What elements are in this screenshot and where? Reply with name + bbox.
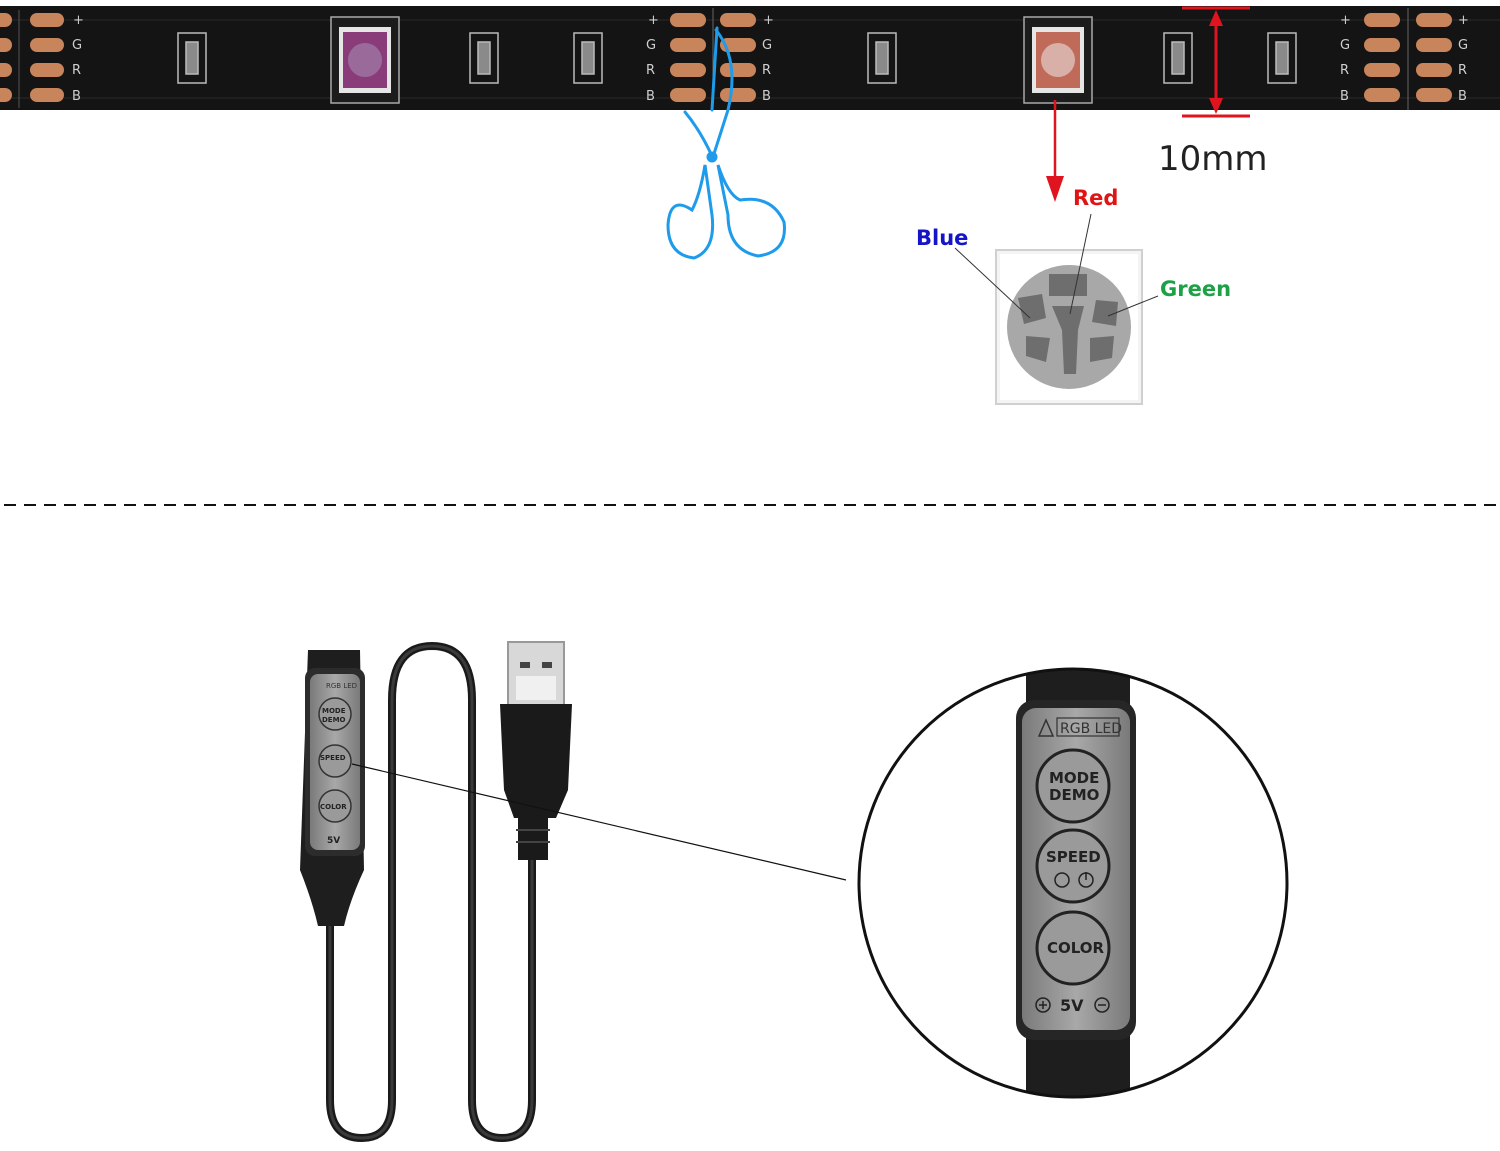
pin-label-r: R bbox=[72, 63, 81, 78]
solder-pads-middle: + G R B + G R B bbox=[646, 8, 774, 110]
svg-text:SPEED: SPEED bbox=[1046, 848, 1101, 866]
svg-text:+: + bbox=[648, 13, 659, 28]
zoom-leader-line bbox=[351, 763, 847, 881]
svg-text:5V: 5V bbox=[327, 836, 340, 846]
color-button-small bbox=[318, 789, 352, 823]
green-label: Green bbox=[1160, 277, 1231, 301]
resistor bbox=[177, 32, 1297, 84]
pin-label-plus: + bbox=[73, 13, 84, 28]
mode-button-small bbox=[318, 697, 352, 731]
svg-text:G: G bbox=[762, 38, 772, 53]
pin-label-g: G bbox=[72, 38, 82, 53]
warning-icon bbox=[1037, 718, 1055, 737]
scissors-icon bbox=[666, 26, 786, 260]
solder-pads-left: + G R B bbox=[0, 10, 84, 108]
speed-button-small bbox=[318, 744, 352, 778]
svg-text:B: B bbox=[1340, 89, 1349, 104]
zoom-arrow bbox=[1046, 100, 1064, 202]
svg-text:MODE: MODE bbox=[322, 707, 346, 715]
svg-text:R: R bbox=[762, 63, 771, 78]
svg-text:DEMO: DEMO bbox=[322, 716, 346, 724]
svg-text:SPEED: SPEED bbox=[320, 754, 346, 762]
controller-brand: RGB LED bbox=[1060, 721, 1122, 737]
color-button: COLOR bbox=[1035, 910, 1111, 986]
width-label: 10mm bbox=[1158, 139, 1268, 179]
mode-demo-button: MODE DEMO bbox=[1035, 748, 1111, 824]
svg-text:DEMO: DEMO bbox=[1049, 786, 1099, 804]
power-icon bbox=[1054, 872, 1070, 888]
controller-brand-small: RGB LED bbox=[326, 682, 357, 690]
svg-text:G: G bbox=[1458, 38, 1468, 53]
svg-text:COLOR: COLOR bbox=[1047, 939, 1105, 957]
solder-pads-right: + G R B + G R B bbox=[1340, 8, 1469, 110]
svg-text:B: B bbox=[646, 89, 655, 104]
minus-circle-icon bbox=[1094, 997, 1110, 1013]
svg-text:+: + bbox=[1458, 13, 1469, 28]
svg-text:G: G bbox=[1340, 38, 1350, 53]
svg-text:R: R bbox=[646, 63, 655, 78]
svg-text:5V: 5V bbox=[1060, 996, 1084, 1015]
speed-button: SPEED bbox=[1035, 828, 1111, 904]
svg-text:B: B bbox=[762, 89, 771, 104]
svg-text:R: R bbox=[1458, 63, 1467, 78]
blue-label: Blue bbox=[916, 226, 968, 250]
led-chip bbox=[1023, 16, 1093, 104]
pin-label-b: B bbox=[72, 89, 81, 104]
svg-text:G: G bbox=[646, 38, 656, 53]
red-label: Red bbox=[1073, 186, 1118, 210]
led-pinout-detail: Red Blue Green bbox=[916, 186, 1231, 405]
voltage-marking: 5V bbox=[1035, 996, 1110, 1015]
svg-text:+: + bbox=[1340, 13, 1351, 28]
svg-text:MODE: MODE bbox=[1049, 769, 1099, 787]
svg-text:B: B bbox=[1458, 89, 1467, 104]
led-chip bbox=[330, 16, 400, 104]
svg-text:R: R bbox=[1340, 63, 1349, 78]
led-strip: + G R B + G R B + G R B + G R bbox=[0, 6, 1500, 110]
controller-zoom: RGB LED MODE DEMO SPEED COLOR 5V bbox=[857, 667, 1289, 1099]
svg-text:+: + bbox=[763, 13, 774, 28]
usb-controller: RGB LED MODE DEMO SPEED COLOR 5V bbox=[300, 641, 572, 1142]
svg-text:COLOR: COLOR bbox=[320, 803, 347, 811]
plus-circle-icon bbox=[1035, 997, 1051, 1013]
width-dimension: 10mm bbox=[1158, 6, 1268, 179]
